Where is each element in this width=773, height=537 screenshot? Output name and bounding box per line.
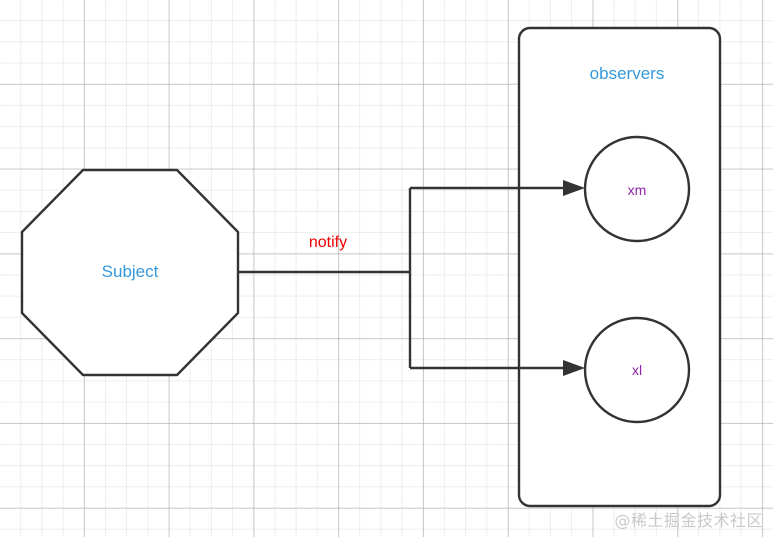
observers-container-shape[interactable] [517,26,722,508]
arrowhead-to-xm-icon [563,180,585,196]
observer-circle-xm-shape[interactable] [583,135,691,243]
subject-octagon-shape[interactable] [20,168,240,377]
watermark-text: @稀土掘金技术社区 [614,511,763,530]
observer-circle-xl-shape[interactable] [583,316,691,424]
arrowhead-to-xl-icon [563,360,585,376]
